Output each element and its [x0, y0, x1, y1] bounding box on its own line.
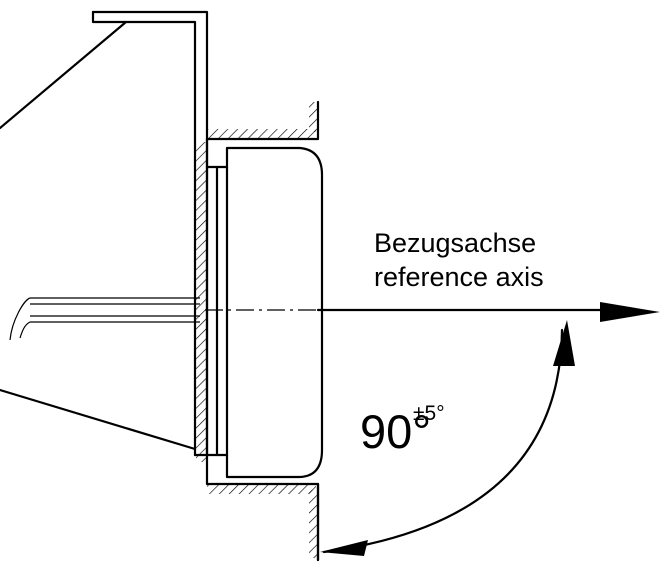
reference-axis — [205, 302, 660, 562]
reference-axis-label-english: reference axis — [374, 262, 544, 292]
angle-value: 90° — [360, 405, 432, 458]
mounting-bracket — [0, 10, 209, 457]
axis-arrowhead — [600, 302, 660, 322]
cable — [9, 297, 200, 341]
angle-arrowhead-top — [553, 320, 575, 366]
lower-flange-line — [0, 388, 197, 451]
sensor-body — [205, 146, 324, 479]
angle-tolerance: ±5° — [413, 402, 445, 425]
angle-dimension — [320, 320, 575, 556]
angle-arrowhead-bottom — [320, 540, 368, 556]
reference-axis-label-german: Bezugsachse — [374, 228, 537, 258]
wall-section — [196, 100, 320, 562]
